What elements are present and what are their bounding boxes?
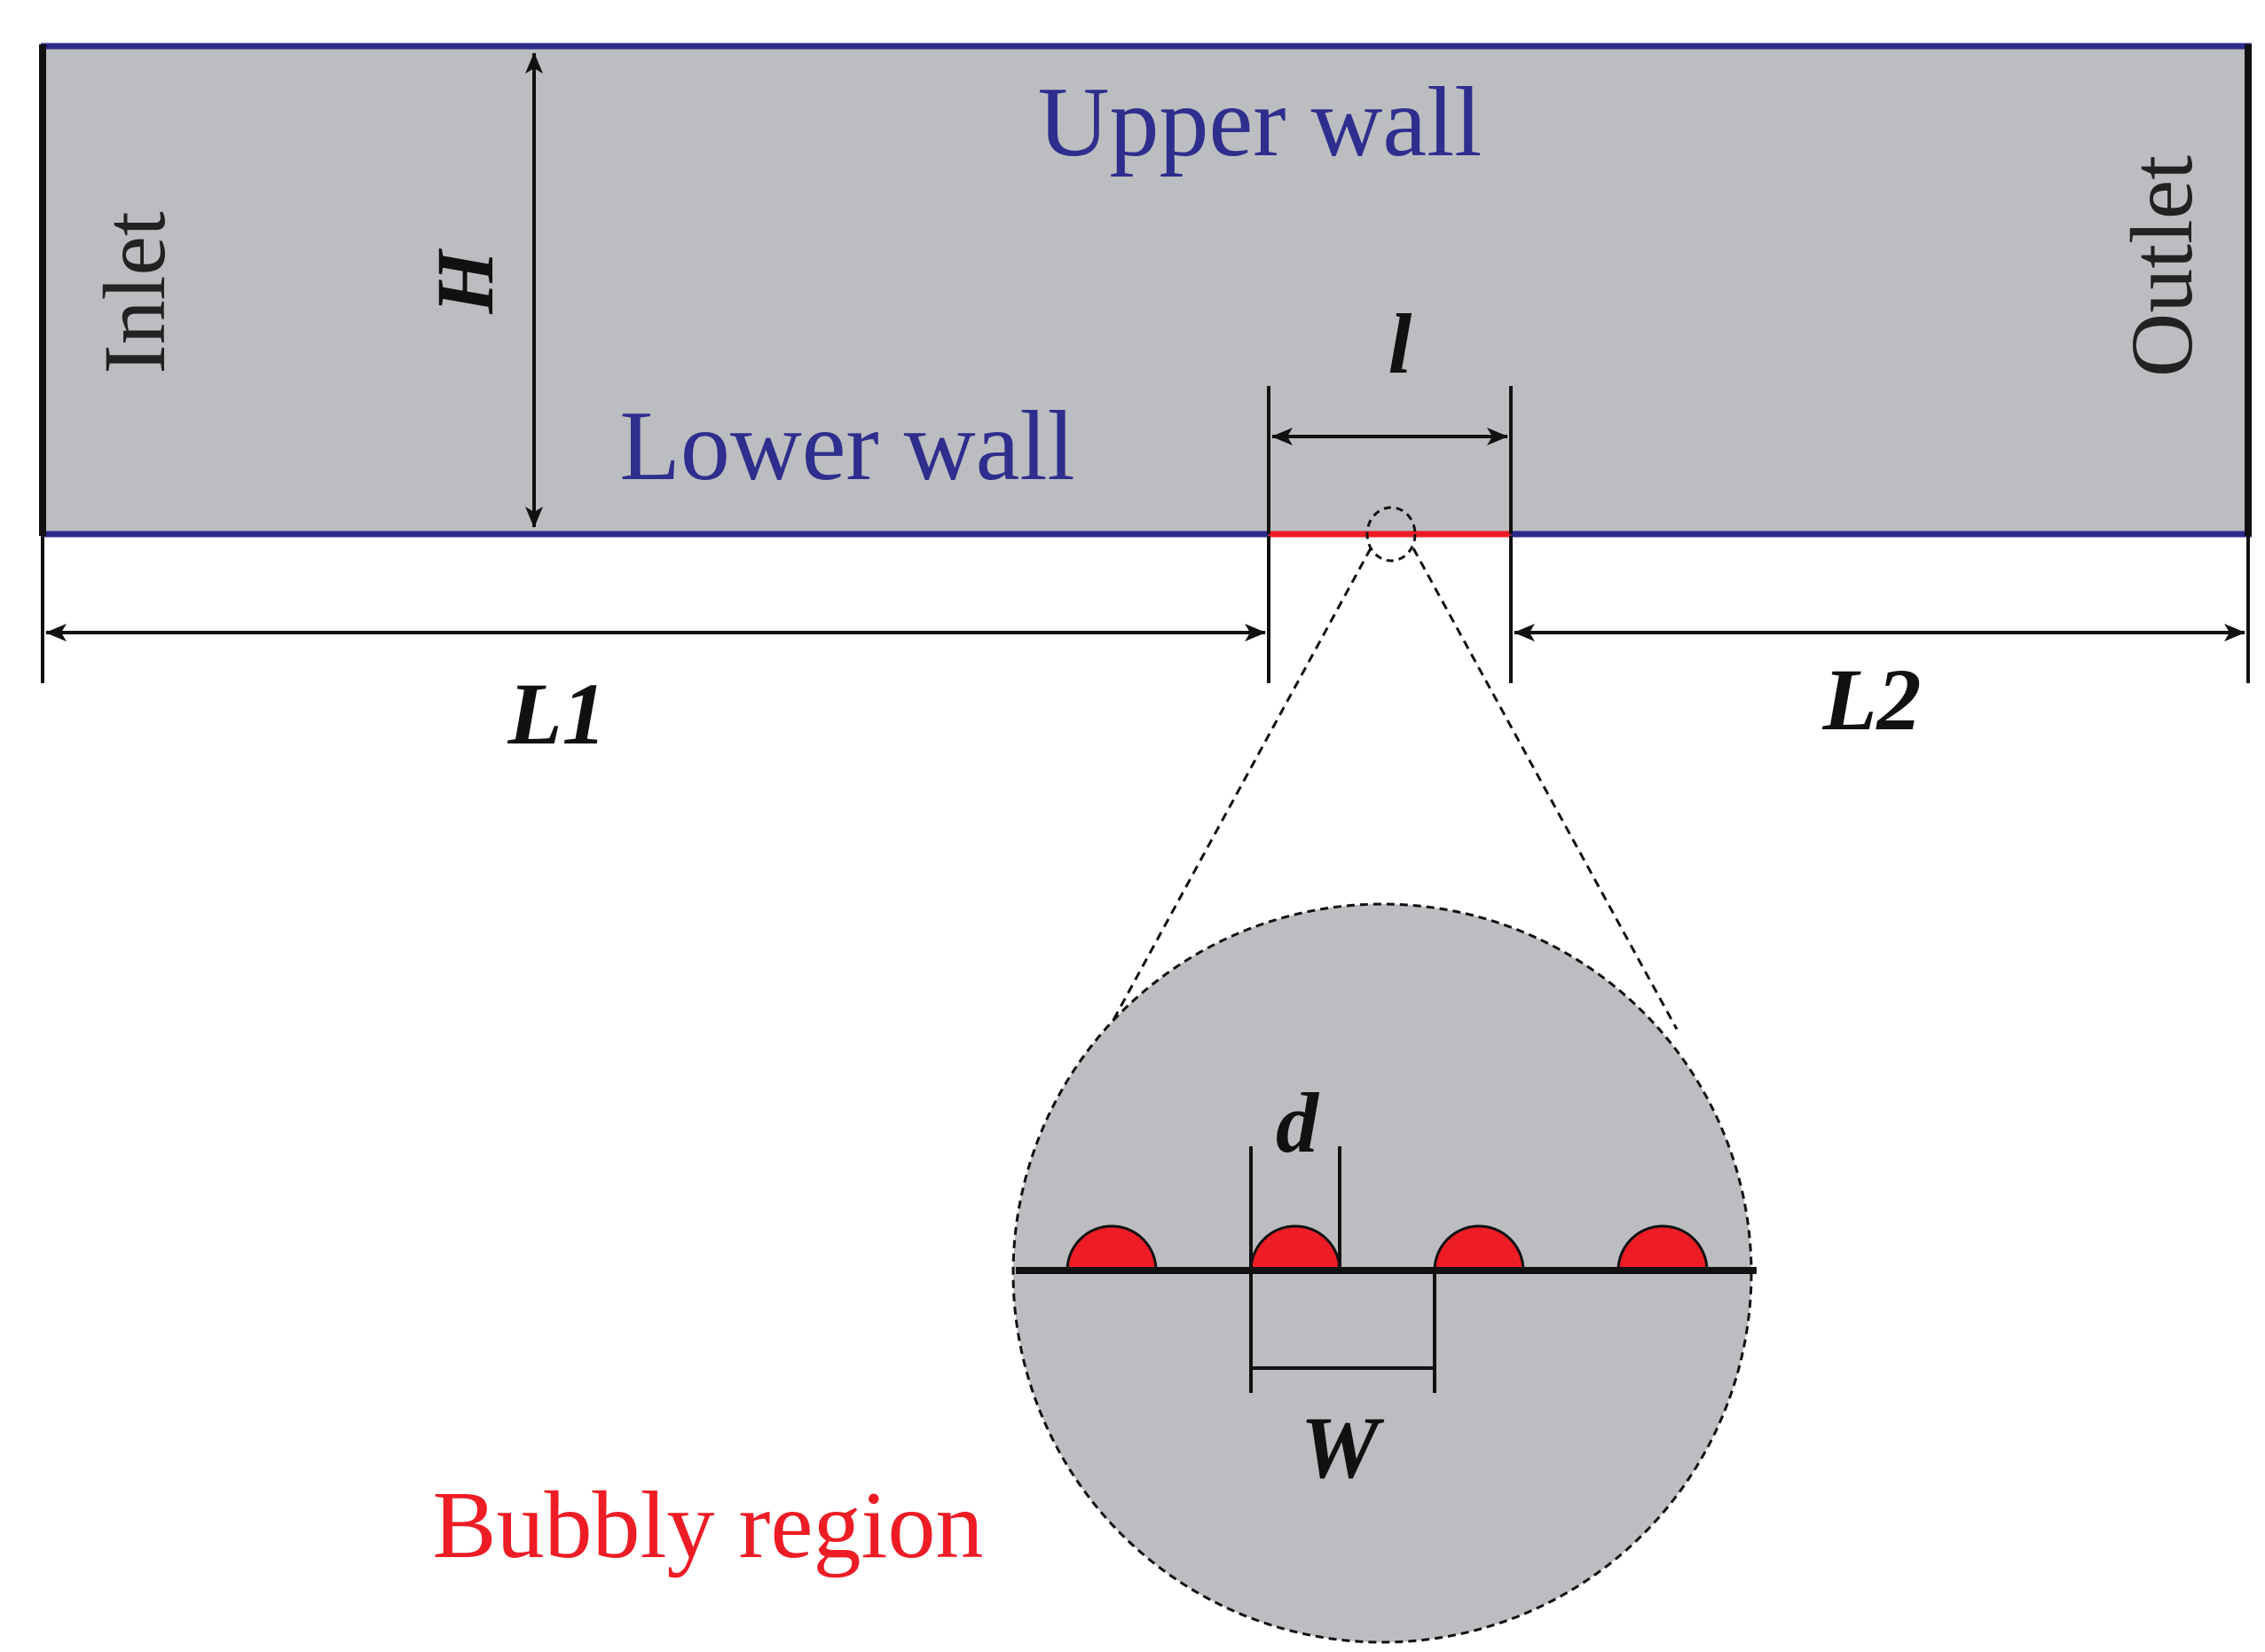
outlet-length-label: L2 bbox=[1821, 650, 1921, 749]
bubble-3 bbox=[1433, 1224, 1525, 1272]
outlet-label: Outlet bbox=[2112, 155, 2211, 377]
bubble-spacing-label: W bbox=[1301, 1398, 1385, 1497]
bubbly-length-label: l bbox=[1388, 296, 1412, 391]
zoom-source-circle bbox=[1365, 506, 1417, 562]
zoom-guide-right bbox=[1412, 547, 1679, 1030]
bubble-2 bbox=[1249, 1224, 1341, 1272]
bubbly-region-label: Bubbly region bbox=[433, 1473, 984, 1578]
lower-wall-label: Lower wall bbox=[619, 391, 1074, 501]
inlet-length-label: L1 bbox=[507, 665, 606, 763]
height-dimension-label: H bbox=[420, 248, 510, 315]
inlet-label: Inlet bbox=[85, 211, 184, 374]
bubble-4 bbox=[1616, 1224, 1709, 1272]
bubble-1 bbox=[1066, 1224, 1158, 1272]
channel-domain bbox=[43, 46, 2250, 534]
upper-wall-label: Upper wall bbox=[1038, 67, 1482, 177]
bubble-diameter-label: d bbox=[1276, 1075, 1320, 1170]
